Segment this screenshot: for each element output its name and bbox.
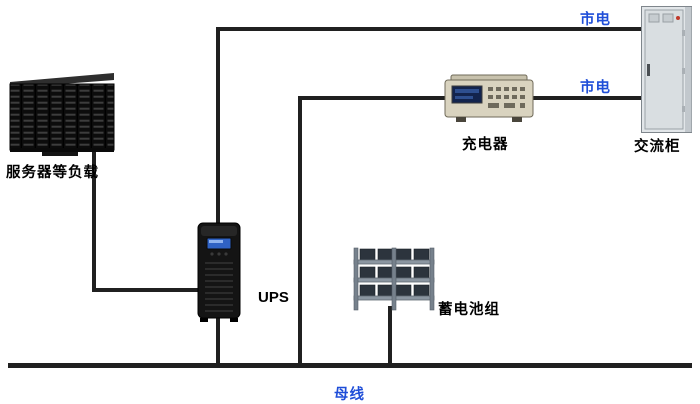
charger-icon — [444, 74, 534, 122]
battery-rack-graphic — [352, 246, 436, 312]
wire-bypass-vertical — [298, 96, 302, 368]
ac-cabinet-label: 交流柜 — [634, 139, 681, 155]
wire-ups-input-vertical — [216, 27, 220, 225]
ac-cabinet-graphic — [641, 6, 692, 133]
ups-label: UPS — [258, 289, 289, 306]
server-rack-icon — [9, 73, 115, 156]
wire-bus-horizontal — [8, 363, 692, 368]
ups-icon — [197, 222, 241, 322]
wire-server-horizontal — [92, 288, 198, 292]
wire-battery-vertical — [388, 306, 392, 368]
mains-top-label: 市电 — [580, 12, 611, 28]
ups-graphic — [197, 222, 241, 322]
ac-cabinet-icon — [641, 6, 692, 133]
battery-group-label: 蓄电池组 — [438, 302, 500, 318]
battery-rack-icon — [353, 247, 435, 311]
charger-graphic — [444, 74, 534, 124]
wire-server-vertical — [92, 150, 96, 292]
wire-ups-output-vertical — [216, 318, 220, 368]
charger-label: 充电器 — [462, 137, 509, 153]
wire-mains-top-horizontal — [216, 27, 643, 31]
server-rack-graphic — [8, 70, 116, 158]
server-load-label: 服务器等负载 — [6, 165, 99, 181]
bus-label: 母线 — [334, 387, 365, 403]
mains-middle-label: 市电 — [580, 80, 611, 96]
